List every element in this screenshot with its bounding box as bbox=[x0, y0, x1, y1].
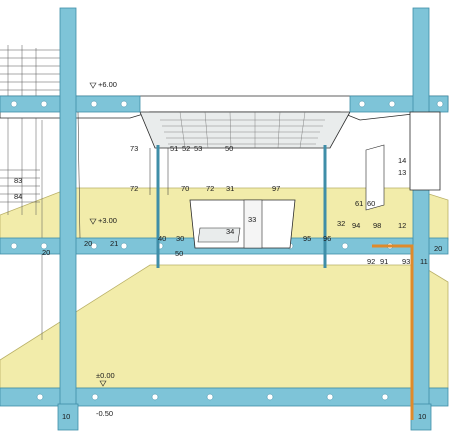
callout-60: 60 bbox=[367, 199, 375, 208]
callout-33: 33 bbox=[248, 215, 256, 224]
callout-92: 92 bbox=[367, 257, 375, 266]
callout-50-top: 50 bbox=[225, 144, 233, 153]
level-ground-label: ±0.00 bbox=[96, 371, 115, 380]
callout-31: 31 bbox=[226, 184, 234, 193]
callout-96: 96 bbox=[323, 234, 331, 243]
column-left bbox=[59, 7, 77, 429]
level-marker-upper: +6.00 bbox=[89, 80, 117, 89]
callout-84: 84 bbox=[14, 192, 22, 201]
callout-30: 30 bbox=[176, 234, 184, 243]
callout-93: 93 bbox=[402, 257, 410, 266]
roof-soffit-ribs bbox=[160, 111, 325, 149]
service-pipe bbox=[372, 244, 414, 420]
column-left-footing bbox=[57, 403, 79, 431]
stair-wall bbox=[243, 199, 263, 249]
stair-bench bbox=[197, 227, 241, 243]
callout-11: 11 bbox=[420, 257, 428, 266]
callout-95: 95 bbox=[303, 234, 311, 243]
callout-98: 98 bbox=[373, 221, 381, 230]
level-marker-middle: +3.00 bbox=[89, 216, 117, 225]
ground-beam-holes bbox=[36, 393, 389, 401]
right-partition bbox=[409, 111, 441, 191]
callout-34: 34 bbox=[226, 227, 234, 236]
column-right bbox=[412, 7, 430, 429]
level-middle-label: +3.00 bbox=[98, 216, 117, 225]
callout-97: 97 bbox=[272, 184, 280, 193]
callout-83: 83 bbox=[14, 176, 22, 185]
callout-21: 21 bbox=[110, 239, 118, 248]
left-facade-grid bbox=[0, 45, 60, 340]
roof-soffit bbox=[139, 111, 351, 149]
callout-94: 94 bbox=[352, 221, 360, 230]
callout-72-mid: 72 bbox=[206, 184, 214, 193]
level-marker-ground: ±0.00 bbox=[96, 371, 115, 387]
callout-10-right: 10 bbox=[418, 412, 426, 421]
callout-20-left: 20 bbox=[42, 248, 50, 257]
callout-72-left: 72 bbox=[130, 184, 138, 193]
callout-20-mid: 20 bbox=[84, 239, 92, 248]
callout-61: 61 bbox=[355, 199, 363, 208]
callout-51: 51 bbox=[170, 144, 178, 153]
callout-40: 40 bbox=[158, 234, 166, 243]
callout-50-mid: 50 bbox=[175, 249, 183, 258]
interior-lines bbox=[77, 111, 169, 239]
door-panel bbox=[365, 144, 385, 211]
callout-73: 73 bbox=[130, 144, 138, 153]
callout-20-right: 20 bbox=[434, 244, 442, 253]
callout-91: 91 bbox=[380, 257, 388, 266]
callout-32: 32 bbox=[337, 219, 345, 228]
callout-70: 70 bbox=[181, 184, 189, 193]
callout-12: 12 bbox=[398, 221, 406, 230]
callout-52: 52 bbox=[182, 144, 190, 153]
callout-53: 53 bbox=[194, 144, 202, 153]
level-upper-label: +6.00 bbox=[98, 80, 117, 89]
ground-beam bbox=[0, 387, 449, 407]
callout-14: 14 bbox=[398, 156, 406, 165]
callout-13: 13 bbox=[398, 168, 406, 177]
ground-floor-slab bbox=[0, 264, 449, 389]
upper-beam-holes bbox=[10, 100, 444, 108]
level-footing-label: -0.50 bbox=[96, 409, 113, 418]
callout-10-left: 10 bbox=[62, 412, 70, 421]
